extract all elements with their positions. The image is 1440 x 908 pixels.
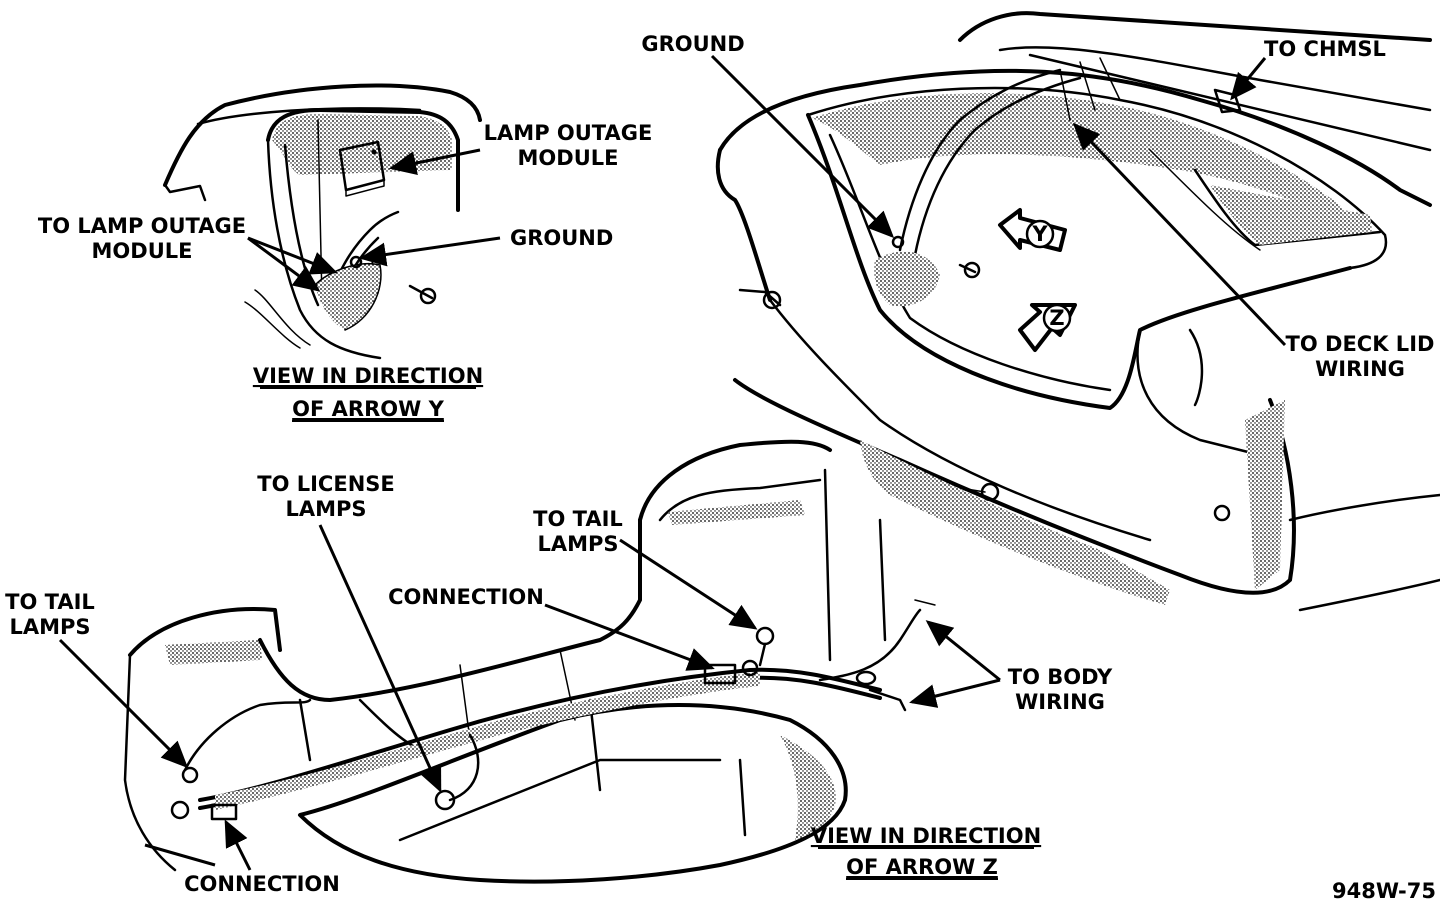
leader-to-lamp-outage-module-b xyxy=(247,236,338,275)
label-to-deck-lid-wiring-2: WIRING xyxy=(1315,357,1405,381)
leader-ground-overview xyxy=(710,54,895,239)
trunk-overview-drawing: Y Z xyxy=(715,11,1440,612)
leader-connection-upper xyxy=(544,603,715,671)
leader-connection-lower-tail xyxy=(144,843,216,867)
leader-lamp-outage-module xyxy=(389,148,481,175)
arrow-y-letter: Y xyxy=(1031,222,1048,246)
label-to-body-wiring-2: WIRING xyxy=(1015,690,1105,714)
label-to-chmsl: TO CHMSL xyxy=(1264,37,1386,61)
arrow-y-marker: Y xyxy=(998,208,1067,252)
label-to-lamp-outage-module-2: MODULE xyxy=(92,239,193,263)
leader-to-body-wiring-b xyxy=(909,678,1001,708)
label-lamp-outage-module-1: LAMP OUTAGE xyxy=(484,121,653,145)
label-to-body-wiring-1: TO BODY xyxy=(1008,665,1113,689)
label-to-lamp-outage-module-1: TO LAMP OUTAGE xyxy=(38,214,246,238)
leader-ground-y xyxy=(359,236,501,267)
view-z-drawing xyxy=(123,439,936,884)
leader-connection-lower xyxy=(224,819,252,871)
label-lamp-outage-module-2: MODULE xyxy=(518,146,619,170)
label-connection-lower: CONNECTION xyxy=(184,872,340,896)
label-connection-upper: CONNECTION xyxy=(388,585,544,609)
leader-to-tail-lamps-right xyxy=(619,538,758,630)
label-to-tail-lamps-right-2: LAMPS xyxy=(537,532,618,556)
view-z-title-1: VIEW IN DIRECTION xyxy=(811,824,1041,848)
label-to-tail-lamps-left-1: TO TAIL xyxy=(5,590,95,614)
label-ground-y: GROUND xyxy=(510,226,613,250)
label-to-tail-lamps-right-1: TO TAIL xyxy=(533,507,623,531)
label-ground-overview: GROUND xyxy=(641,32,744,56)
view-z-title-2: OF ARROW Z xyxy=(846,855,998,879)
figure-id: 948W-75 xyxy=(1332,879,1436,903)
leader-to-license-lamps xyxy=(318,524,442,793)
label-to-tail-lamps-left-2: LAMPS xyxy=(9,615,90,639)
leader-to-lamp-outage-module-a xyxy=(247,236,321,292)
leader-to-body-wiring-a xyxy=(925,620,1001,682)
arrow-z-marker: Z xyxy=(1018,303,1077,352)
label-to-license-lamps-2: LAMPS xyxy=(285,497,366,521)
label-to-license-lamps-1: TO LICENSE xyxy=(257,472,394,496)
leader-to-tail-lamps-left xyxy=(58,638,189,769)
view-y-title-1: VIEW IN DIRECTION xyxy=(253,364,483,388)
labels: LAMP OUTAGE MODULE TO LAMP OUTAGE MODULE… xyxy=(5,32,1436,903)
leader-to-chmsl xyxy=(1230,57,1267,101)
view-y-title-2: OF ARROW Y xyxy=(292,397,444,421)
label-to-deck-lid-wiring-1: TO DECK LID xyxy=(1286,332,1435,356)
leader-to-deck-lid-wiring xyxy=(1072,122,1287,347)
leader-lines xyxy=(58,54,1287,871)
lamp-outage-module-box xyxy=(338,140,386,197)
arrow-z-letter: Z xyxy=(1049,306,1064,330)
